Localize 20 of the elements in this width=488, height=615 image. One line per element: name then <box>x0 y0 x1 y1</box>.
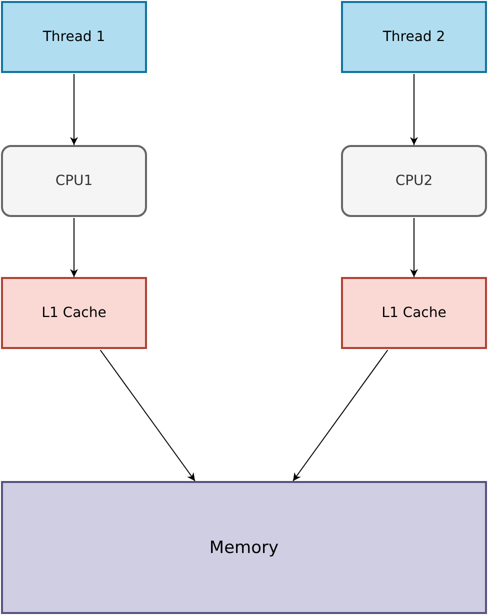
cpu-box <box>1 145 147 217</box>
arrow <box>70 218 78 278</box>
memory-box <box>1 481 487 614</box>
node-label: CPU1 <box>55 173 93 189</box>
cache-box <box>1 277 147 349</box>
node-label: Memory <box>209 538 279 558</box>
arrow <box>70 74 78 146</box>
arrow <box>100 350 196 482</box>
arrow <box>410 74 418 146</box>
cpu-box <box>341 145 487 217</box>
arrow <box>292 350 388 482</box>
arrow <box>410 218 418 278</box>
node-label: Thread 1 <box>42 29 106 45</box>
node-label: L1 Cache <box>42 305 106 321</box>
thread-box <box>341 1 487 73</box>
node-label: Thread 2 <box>382 29 446 45</box>
node-label: CPU2 <box>395 173 433 189</box>
cache-box <box>341 277 487 349</box>
node-label: L1 Cache <box>382 305 446 321</box>
thread-box <box>1 1 147 73</box>
